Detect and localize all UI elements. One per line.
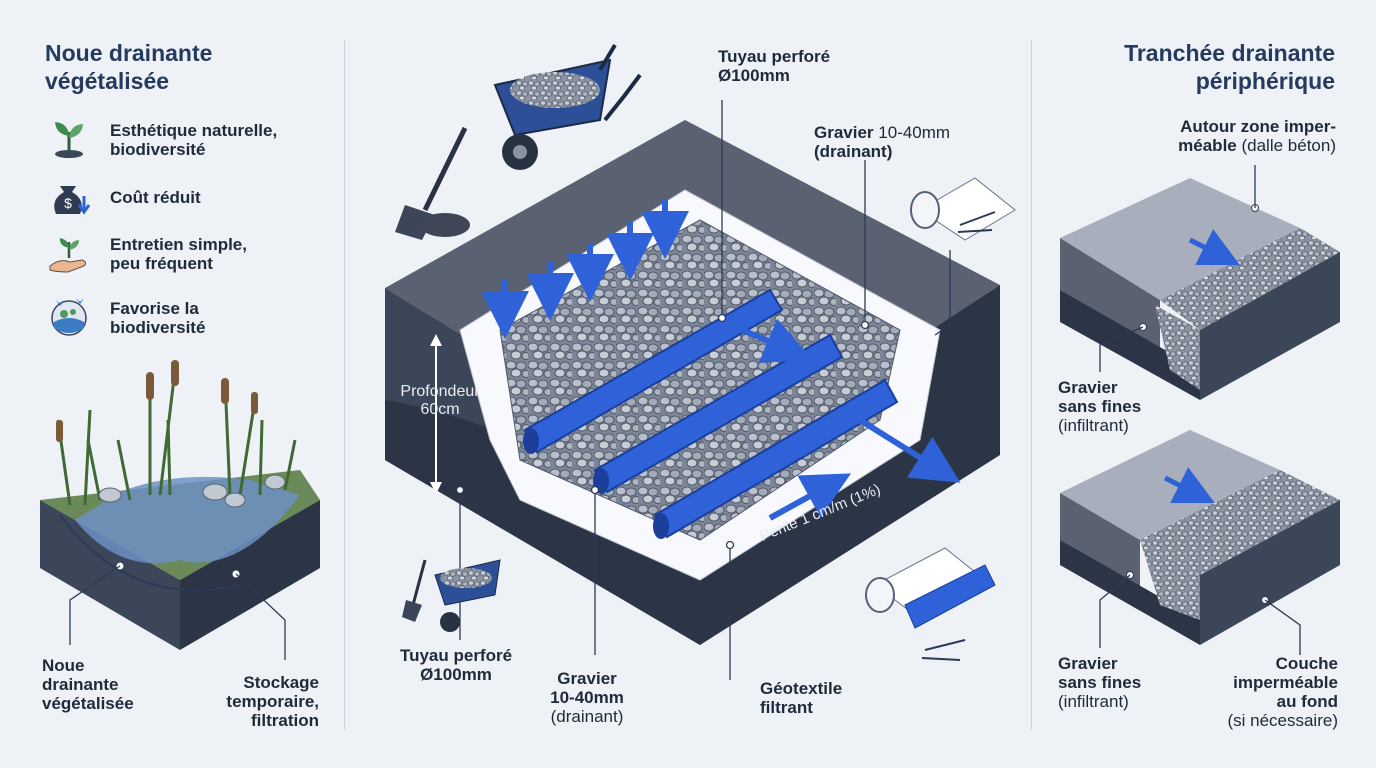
layer-line3: au fond [1276,692,1338,712]
label-gravel-a: Gravier sans fines (infiltrant) [1058,378,1141,435]
gravel-top-line2: (drainant) [814,142,893,162]
benefit-1-line2: biodiversité [110,140,206,160]
gravel-top-word: Gravier [814,123,874,142]
trench-b-block [1060,430,1340,655]
benefit-3-line1: Entretien simple, [110,235,247,254]
seedling-icon [55,122,83,158]
callout-storage-line1: Stockage [243,673,319,692]
mini-tools-icon [402,559,501,632]
pipe-top-line1: Tuyau perforé [718,47,831,66]
label-impermeable-layer: Couche imperméable au fond (si nécessair… [1190,654,1338,730]
benefit-1: Esthétique naturelle, biodiversité [110,121,277,159]
callout-noue-line2: drainante [42,675,119,695]
label-surround: Autour zone imper- méable (dalle béton) [1130,117,1336,155]
left-title-line1: Noue drainante [45,40,213,66]
gravel-bottom-line1: Gravier [557,669,617,688]
depth-line1: Profondeur [400,383,480,400]
wheelbarrow-icon [493,43,642,170]
gravel-bottom-line2: 10-40mm [550,688,624,708]
surround-line1: Autour zone imper- [1180,117,1336,136]
pipe-bottom-line1: Tuyau perforé [399,646,513,665]
money-bag-down-icon: $ [54,186,91,215]
label-gravel-bottom: Gravier 10-40mm (drainant) [540,669,634,726]
callout-noue-line3: végétalisée [42,694,134,714]
gravel-bottom-line3: (drainant) [550,707,624,727]
right-panel-title: Tranchée drainante périphérique [1070,40,1335,95]
label-pipe-bottom: Tuyau perforé Ø100mm [388,646,524,684]
gravel-a-line3: (infiltrant) [1058,416,1129,436]
gravel-a-line1: Gravier [1058,378,1118,397]
gravel-a-line2: sans fines [1058,397,1142,417]
callout-noue: Noue drainante végétalisée [42,656,134,713]
hand-plant-icon [49,238,87,273]
surround-word: méable [1178,136,1237,156]
layer-line1: Couche [1275,654,1338,673]
benefit-2-line1: Coût réduit [110,188,201,207]
gravel-b-line2: sans fines [1058,673,1142,693]
svg-text:$: $ [64,195,72,211]
trench-block [385,100,1000,680]
callout-noue-line1: Noue [42,656,85,675]
benefit-3: Entretien simple, peu fréquent [110,235,247,273]
callout-storage-line3: filtration [251,711,319,731]
gravel-b-line1: Gravier [1058,654,1118,673]
butterfly-globe-icon [51,298,87,336]
benefit-4-line2: biodiversité [110,318,206,338]
benefit-2: Coût réduit [110,188,201,207]
callout-storage: Stockage temporaire, filtration [200,673,319,730]
shovel-icon [395,126,470,240]
pipe-bottom-line2: Ø100mm [420,665,492,685]
benefit-3-line2: peu fréquent [110,254,213,274]
gravel-b-line3: (infiltrant) [1058,692,1129,712]
geotextile-line2: filtrant [760,698,813,718]
label-geotextile: Géotextile filtrant [760,679,842,717]
gravel-top-size: 10-40mm [878,123,951,142]
divider-left [344,40,345,730]
layer-line2: imperméable [1233,673,1338,693]
benefit-4: Favorise la biodiversité [110,299,205,337]
trench-a-block [1060,165,1340,400]
right-title-line2: périphérique [1195,67,1335,94]
benefit-4-line1: Favorise la [110,299,199,318]
geotextile-roll-icon [910,177,1016,241]
surround-paren: (dalle béton) [1241,136,1336,156]
callout-storage-line2: temporaire, [226,692,319,712]
left-title-line2: végétalisée [45,67,170,94]
label-gravel-b: Gravier sans fines (infiltrant) [1058,654,1141,711]
benefit-1-line1: Esthétique naturelle, [110,121,278,140]
label-pipe-top: Tuyau perforé Ø100mm [718,47,830,85]
label-gravel-top: Gravier 10-40mm (drainant) [814,123,950,161]
right-title-line1: Tranchée drainante [1124,40,1335,66]
label-depth: Profondeur 60cm [392,383,488,419]
layer-line4: (si nécessaire) [1227,711,1338,731]
pipe-top-line2: Ø100mm [718,66,790,86]
perforated-pipes [523,288,899,539]
depth-line2: 60cm [420,400,460,418]
left-panel-title: Noue drainante végétalisée [45,40,212,95]
geotextile-line1: Géotextile [760,679,843,698]
noue-block [40,360,320,660]
divider-right [1031,40,1032,730]
pipe-roll-icon [865,547,996,661]
